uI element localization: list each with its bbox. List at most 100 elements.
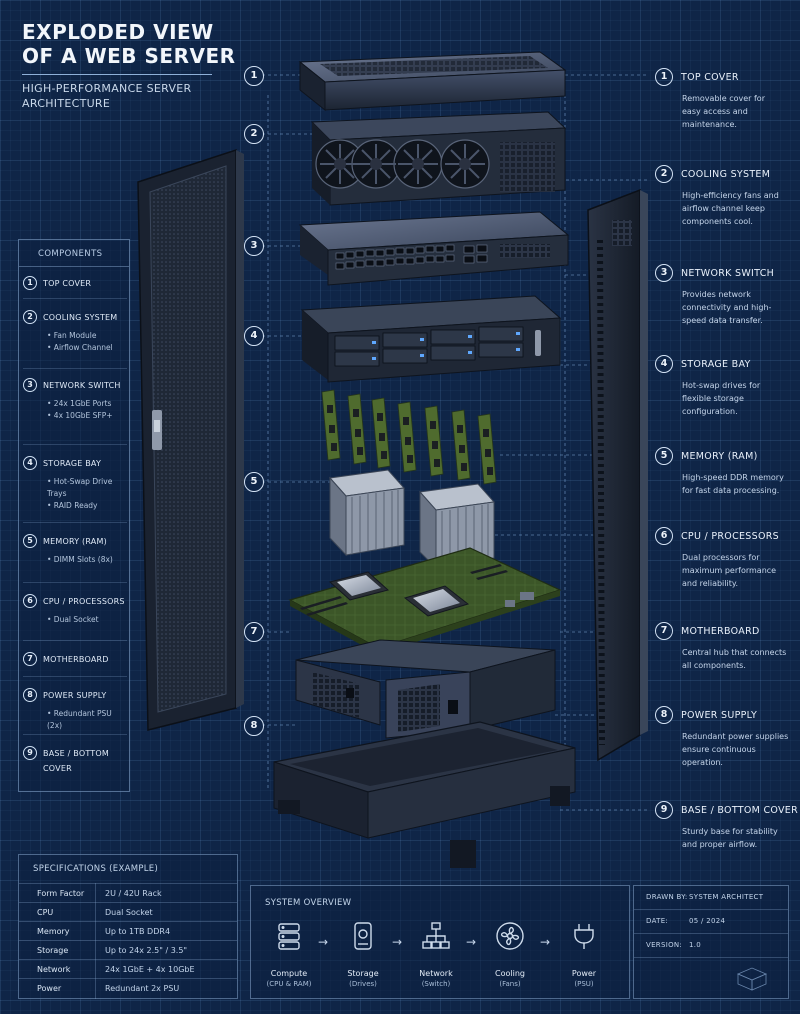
- component-name: STORAGE BAY: [43, 458, 102, 468]
- component-name: MEMORY (RAM): [43, 536, 107, 546]
- callout-title: BASE / BOTTOM COVER: [681, 804, 798, 816]
- overview-label: Network: [419, 969, 453, 978]
- title-block-row: VERSION: 1.0: [634, 934, 788, 958]
- drawn-by-value: SYSTEM ARCHITECT: [689, 893, 764, 901]
- callout-desc-line: maintenance.: [682, 120, 737, 129]
- callout-desc-line: easy access and: [682, 107, 748, 116]
- component-number: 9: [23, 746, 37, 760]
- component-sub-item: • Redundant PSU (2x): [47, 709, 112, 730]
- overview-sublabel: (PSU): [574, 980, 594, 988]
- drawn-by-label: DRAWN BY:: [646, 893, 688, 901]
- component-number: 5: [23, 534, 37, 548]
- overview-sublabel: (Fans): [499, 980, 521, 988]
- drive-trays: [334, 326, 524, 367]
- storage-bay: [300, 295, 562, 383]
- divider: [23, 734, 127, 735]
- overview-item-cooling: Cooling (Fans): [480, 918, 540, 988]
- components-heading: COMPONENTS: [19, 240, 129, 267]
- system-overview: SYSTEM OVERVIEW Compute (CPU & RAM) → St…: [250, 885, 630, 999]
- spec-key: Memory: [37, 927, 70, 936]
- component-sub-list: • 24x 1GbE Ports • 4x 10GbE SFP+: [47, 398, 129, 422]
- component-sub-list: • Redundant PSU (2x): [47, 708, 129, 732]
- version-value: 1.0: [689, 941, 702, 949]
- component-name: TOP COVER: [43, 278, 92, 288]
- overview-item-power: Power (PSU): [554, 918, 614, 988]
- callout-description: High-efficiency fans and airflow channel…: [682, 189, 790, 228]
- callout-number: 1: [655, 68, 673, 86]
- motherboard: [288, 547, 562, 654]
- callout-desc-line: Hot-swap drives for: [682, 381, 761, 390]
- callout-desc-line: Removable cover for: [682, 94, 765, 103]
- spec-key: Storage: [37, 946, 69, 955]
- callout-top-cover: 1 TOP COVER Removable cover for easy acce…: [655, 68, 790, 131]
- component-sub-list: • Hot-Swap Drive Trays • RAID Ready: [47, 476, 129, 512]
- component-number: 3: [23, 378, 37, 392]
- switch-ports: [335, 244, 488, 270]
- component-sub-list: • Dual Socket: [47, 614, 129, 626]
- component-item-storage-bay: 4 STORAGE BAY • Hot-Swap Drive Trays • RA…: [23, 456, 129, 512]
- cube-icon: [736, 967, 768, 991]
- callout-number: 7: [655, 622, 673, 640]
- arrow-right-icon: →: [466, 935, 477, 949]
- marker-3: 3: [244, 236, 264, 256]
- callout-desc-line: Central hub that connects: [682, 648, 787, 657]
- component-name: CPU / PROCESSORS: [43, 596, 125, 606]
- rack-door: [137, 148, 244, 731]
- component-name: POWER SUPPLY: [43, 690, 107, 700]
- callout-desc-line: flexible storage: [682, 394, 744, 403]
- overview-sublabel: (Switch): [421, 980, 451, 988]
- callout-desc-line: Redundant power supplies: [682, 732, 789, 741]
- callout-title: TOP COVER: [681, 71, 739, 83]
- base-bottom-cover: [273, 721, 576, 868]
- overview-item-compute: Compute (CPU & RAM): [259, 918, 319, 988]
- component-name-line-2: COVER: [43, 764, 72, 773]
- spec-value: Dual Socket: [105, 908, 153, 917]
- overview-label: Storage: [347, 969, 379, 978]
- marker-2: 2: [244, 124, 264, 144]
- divider: [23, 444, 127, 445]
- overview-sublabel: (CPU & RAM): [266, 980, 312, 988]
- callout-description: Removable cover for easy access and main…: [682, 92, 790, 131]
- overview-heading: SYSTEM OVERVIEW: [265, 898, 352, 908]
- component-sub-item: • DIMM Slots (8x): [47, 555, 113, 564]
- marker-4: 4: [244, 326, 264, 346]
- drive-icon: [354, 922, 372, 950]
- component-sub-list: • Fan Module • Airflow Channel: [47, 330, 129, 354]
- component-number: 4: [23, 456, 37, 470]
- component-number: 8: [23, 688, 37, 702]
- date-value: 05 / 2024: [689, 917, 726, 925]
- callout-description: Dual processors for maximum performance …: [682, 551, 790, 590]
- component-item-power-supply: 8 POWER SUPPLY • Redundant PSU (2x): [23, 688, 129, 732]
- spec-key: Power: [37, 984, 62, 993]
- divider: [23, 582, 127, 583]
- divider: [23, 676, 127, 677]
- cpu-heatsinks: [329, 469, 495, 570]
- title-line-2: OF A WEB SERVER: [22, 44, 236, 68]
- callout-number: 5: [655, 447, 673, 465]
- callout-title: STORAGE BAY: [681, 358, 751, 370]
- subtitle-line-1: HIGH-PERFORMANCE SERVER: [22, 82, 192, 95]
- arrow-right-icon: →: [318, 935, 329, 949]
- marker-8: 8: [244, 716, 264, 736]
- marker-1: 1: [244, 66, 264, 86]
- callout-desc-line: connectivity and high-: [682, 303, 772, 312]
- callout-title: COOLING SYSTEM: [681, 168, 771, 180]
- component-sub-item: • Dual Socket: [47, 615, 99, 624]
- callout-description: Provides network connectivity and high- …: [682, 288, 790, 327]
- component-sub-item: • RAID Ready: [47, 501, 98, 510]
- spec-value: 2U / 42U Rack: [105, 889, 162, 898]
- callout-desc-line: operation.: [682, 758, 723, 767]
